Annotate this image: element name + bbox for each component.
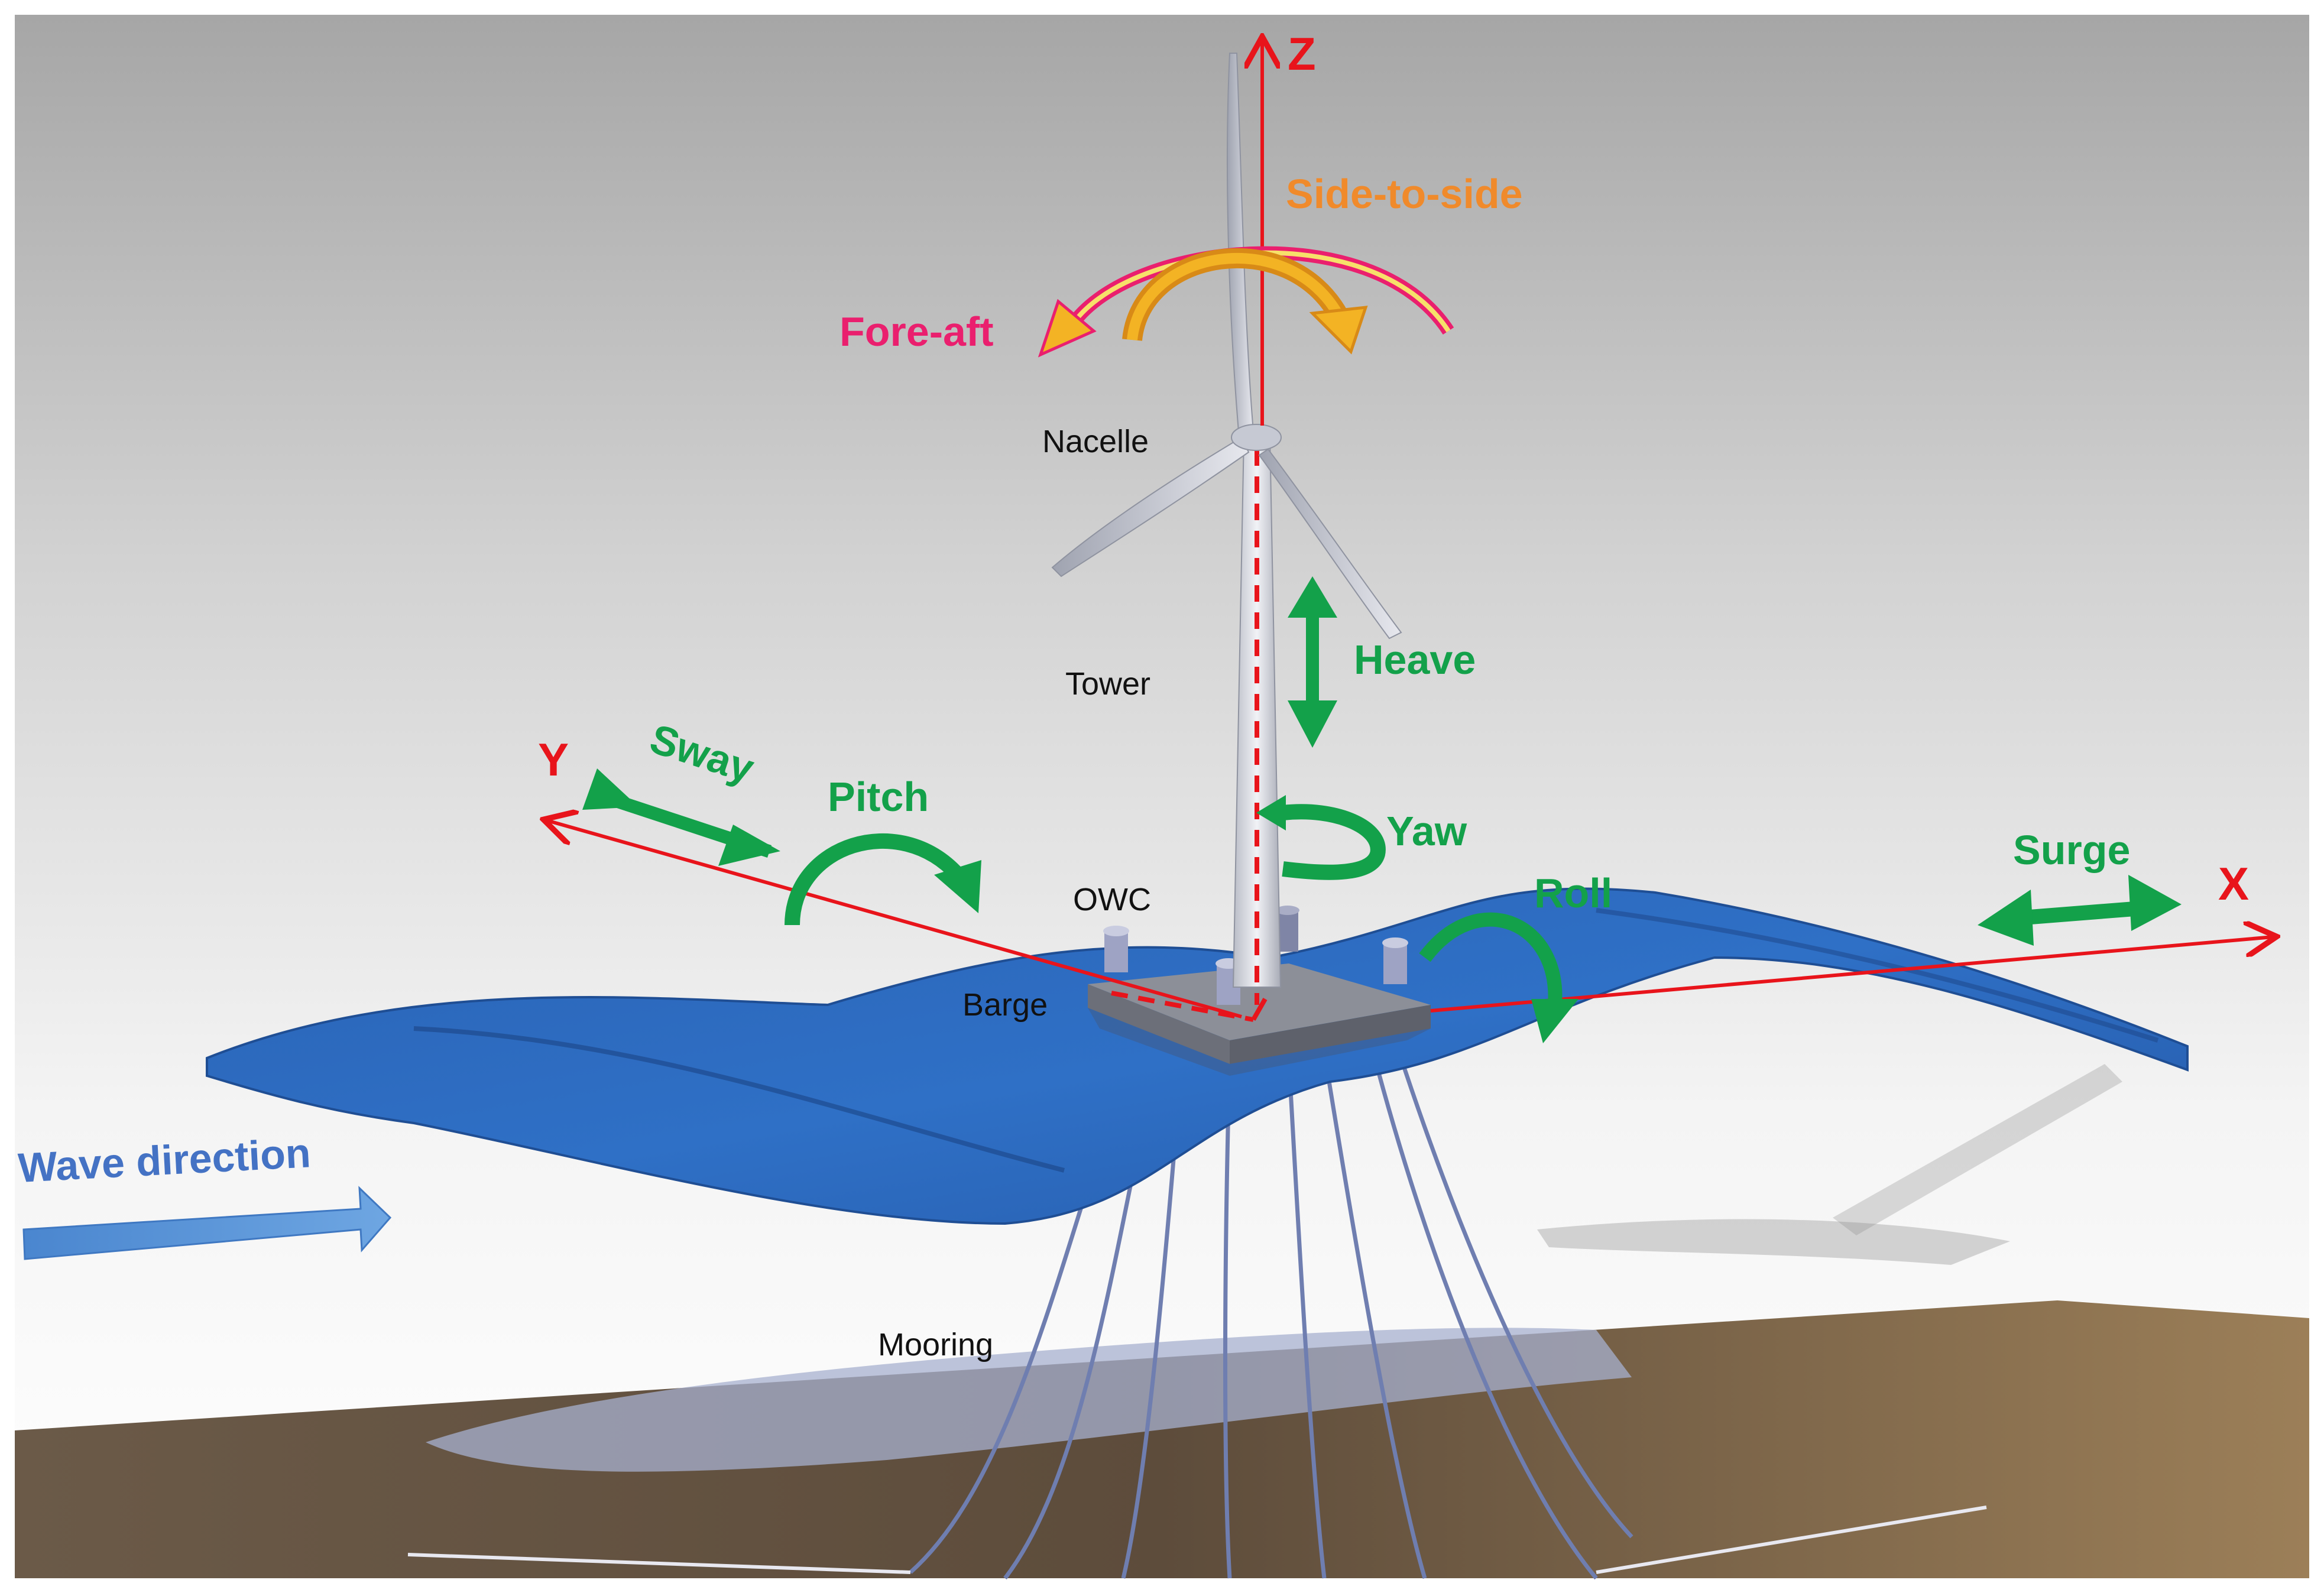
side-to-side-label: Side-to-side	[1286, 171, 1523, 217]
side-to-side-arrow	[1122, 248, 1368, 355]
wave-direction-arrow	[22, 1186, 392, 1260]
sea-surface-crest	[413, 1026, 1065, 1173]
yaw-label: Yaw	[1386, 808, 1467, 854]
blade-right	[1258, 448, 1402, 640]
rotor	[1051, 53, 1402, 640]
pitch-arrow	[785, 833, 981, 926]
mooring-label: Mooring	[878, 1327, 993, 1362]
blade-left	[1051, 436, 1250, 577]
seabed	[15, 1300, 2309, 1578]
tower-label: Tower	[1065, 666, 1150, 702]
turbine-shadow-blade	[1833, 1064, 2122, 1235]
barge-label: Barge	[962, 987, 1048, 1023]
surge-arrow	[1978, 875, 2182, 946]
axes	[547, 40, 2273, 1018]
y-axis-label: Y	[538, 734, 569, 786]
y-axis	[547, 820, 1242, 1018]
z-axis-label: Z	[1288, 28, 1316, 80]
heave-label: Heave	[1354, 637, 1476, 683]
x-axis-label: X	[2218, 858, 2249, 910]
sway-arrow	[582, 768, 780, 866]
nacelle-label: Nacelle	[1042, 424, 1149, 459]
fore-aft-label: Fore-aft	[840, 309, 994, 355]
surge-label: Surge	[2013, 827, 2130, 873]
x-axis	[1430, 937, 2273, 1013]
mooring-anchors	[407, 1506, 1987, 1574]
nacelle-hub	[1231, 424, 1282, 451]
seabed-light-shadow	[426, 1328, 1632, 1472]
pitch-label: Pitch	[828, 774, 929, 820]
owc-label: OWC	[1073, 882, 1151, 917]
heave-arrow	[1288, 576, 1337, 748]
turbine-shadow	[1537, 1219, 2010, 1265]
roll-arrow	[1419, 912, 1578, 1043]
yaw-arrow	[1256, 795, 1386, 880]
roll-label: Roll	[1534, 870, 1612, 916]
sea-surface-crest-2	[1596, 908, 2159, 1043]
